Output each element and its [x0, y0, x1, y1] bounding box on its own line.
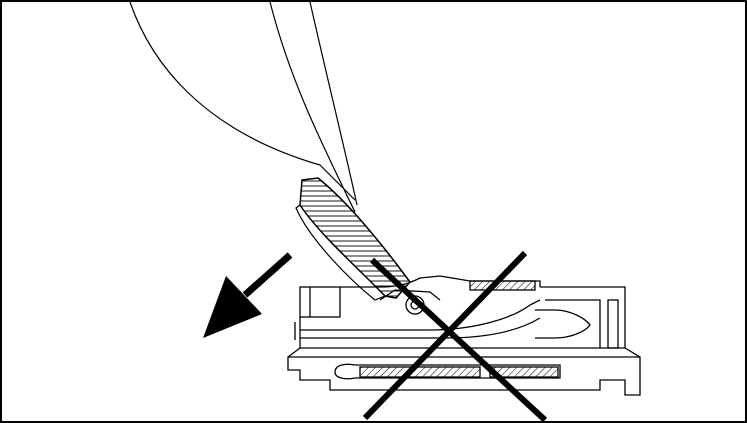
prohibited-cross-mark: [362, 250, 548, 423]
connector-housing: [287, 275, 641, 396]
tweezer-tip: [129, 1, 358, 213]
direction-arrow: [203, 252, 293, 338]
